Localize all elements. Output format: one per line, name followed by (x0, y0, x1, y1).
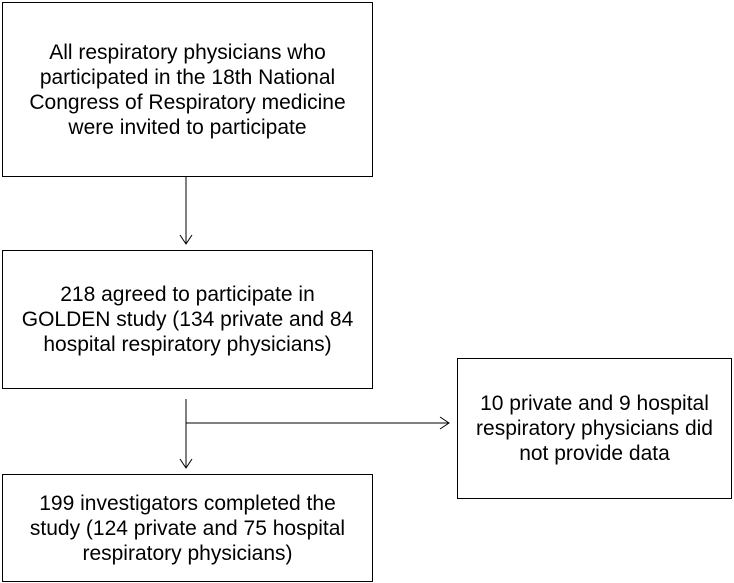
arrow-invited-to-agreed (179, 177, 193, 245)
box-agreed-text: 218 agreed to participate in GOLDEN stud… (21, 283, 354, 356)
box-invited-physicians: All respiratory physicians who participa… (2, 2, 373, 177)
box-excluded-text: 10 private and 9 hospital respiratory ph… (476, 392, 713, 465)
box-agreed-to-participate: 218 agreed to participate in GOLDEN stud… (2, 250, 373, 389)
box-completed-study: 199 investigators completed the study (1… (2, 474, 373, 582)
arrow-agreed-to-completed (179, 399, 193, 469)
arrow-to-excluded (186, 416, 450, 430)
box-invited-text: All respiratory physicians who participa… (29, 40, 346, 139)
box-completed-text: 199 investigators completed the study (1… (29, 491, 346, 565)
box-did-not-provide-data: 10 private and 9 hospital respiratory ph… (457, 358, 732, 499)
